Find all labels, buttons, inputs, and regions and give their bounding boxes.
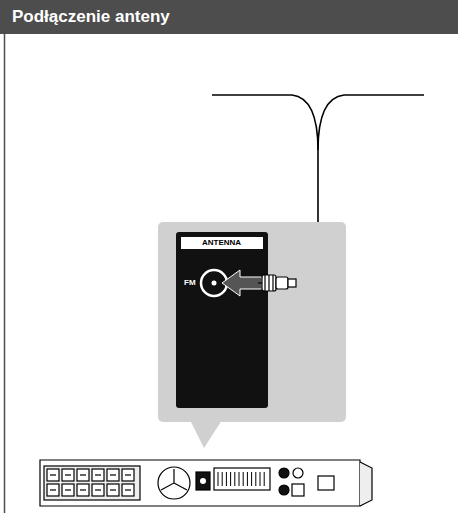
panel-label: ANTENNA	[202, 238, 241, 248]
antenna-plug	[258, 275, 296, 291]
callout-box	[158, 222, 346, 448]
panel-label: FM	[184, 278, 196, 288]
device-rear	[40, 460, 372, 506]
frame-line	[4, 34, 6, 513]
section-title: Podłączenie anteny	[0, 0, 458, 34]
